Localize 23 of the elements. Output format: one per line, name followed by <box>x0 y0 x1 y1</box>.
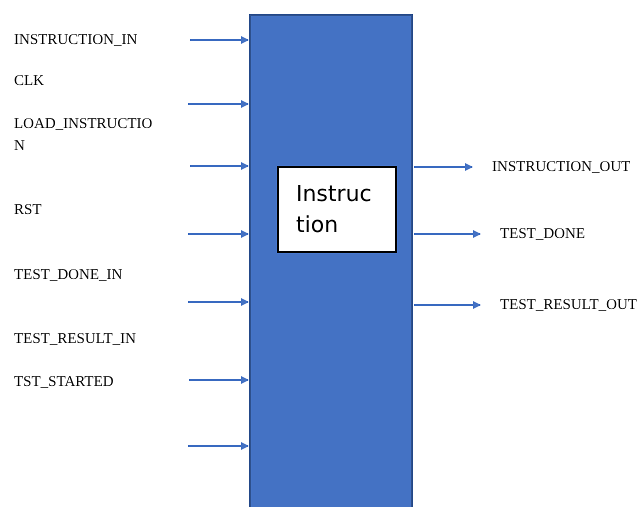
signal-arrow <box>188 298 249 306</box>
signal-arrow <box>190 36 249 44</box>
signal-label: TEST_DONE <box>500 223 585 245</box>
signal-arrow <box>414 230 481 238</box>
signal-label: TEST_RESULT_OUT <box>500 294 637 316</box>
signal-label: INSTRUCTION_OUT <box>492 156 630 178</box>
signal-arrow <box>414 163 473 171</box>
block-box <box>249 14 413 507</box>
signal-arrow <box>189 376 249 384</box>
signal-label: CLK <box>14 72 45 91</box>
signal-arrow <box>188 442 249 450</box>
signal-arrow <box>188 230 249 238</box>
signal-label: TST_STARTED <box>14 373 115 392</box>
module-box <box>277 166 397 253</box>
module-label: Instruction <box>296 180 373 240</box>
signal-arrow <box>414 301 481 309</box>
signal-arrow <box>188 100 249 108</box>
signal-label: LOAD_INSTRUCTION <box>14 115 154 156</box>
signal-label: INSTRUCTION_IN <box>14 31 138 50</box>
signal-label: TEST_RESULT_IN <box>14 330 137 349</box>
signal-label: RST <box>14 201 43 220</box>
signal-arrow <box>190 162 249 170</box>
signal-label: TEST_DONE_IN <box>14 266 124 285</box>
